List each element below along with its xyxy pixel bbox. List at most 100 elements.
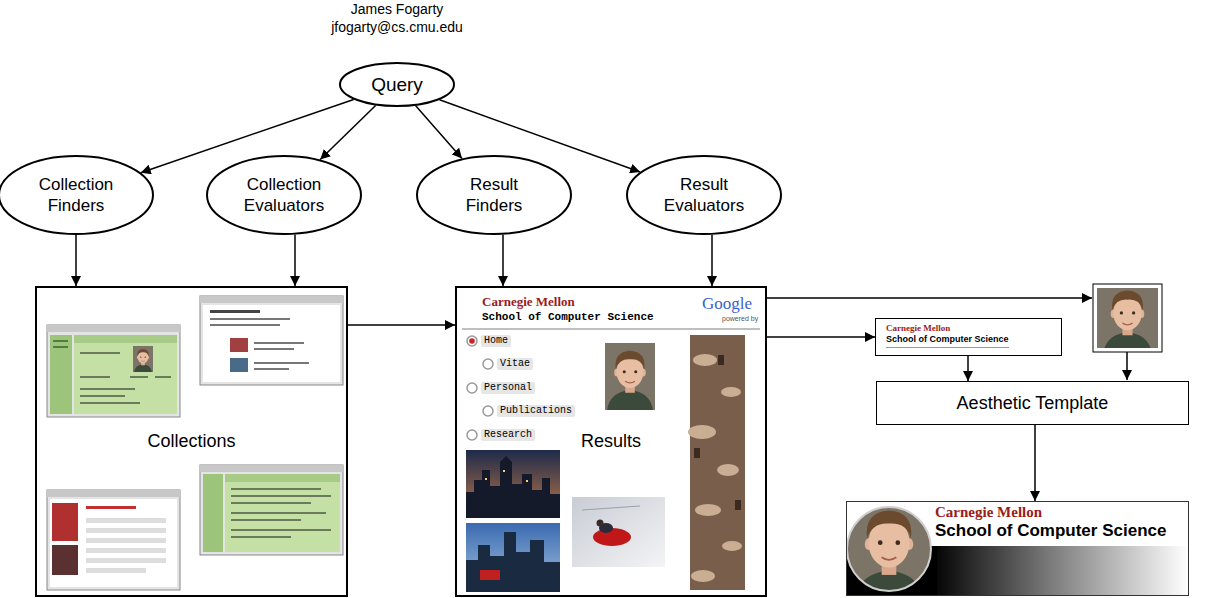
- template-box: Aesthetic Template: [876, 381, 1189, 425]
- ellipse-shape: [340, 63, 454, 106]
- row: [86, 538, 166, 543]
- screenshot: [47, 325, 180, 417]
- collections-box: Collections: [35, 286, 348, 597]
- person: [735, 500, 741, 510]
- radio-button: [467, 430, 477, 440]
- ellipse-outline: [416, 155, 572, 235]
- flow-arrow: [502, 235, 504, 286]
- window-frame: [47, 325, 180, 417]
- ellipse-label: Collection Finders: [24, 174, 128, 217]
- toolbar: [47, 325, 180, 332]
- gradient-band: [931, 546, 1188, 595]
- thumbnail: [230, 358, 248, 372]
- table: [693, 354, 717, 366]
- ellipse-outline: [626, 155, 782, 235]
- text-line: [231, 502, 311, 504]
- menu-item: Publications: [497, 405, 575, 417]
- process-ellipse: Collection Finders: [0, 155, 154, 235]
- toolbar: [200, 296, 343, 303]
- window-frame: [47, 490, 180, 590]
- radio-button: [467, 383, 477, 393]
- table: [717, 464, 739, 476]
- text-line: [231, 488, 321, 490]
- header-bar: [74, 335, 177, 343]
- text-line: [254, 368, 289, 370]
- photo-ground: [690, 335, 745, 590]
- radio-button: [483, 359, 493, 369]
- person: [694, 448, 700, 458]
- sidebar: [203, 474, 223, 552]
- text-line: [80, 402, 140, 404]
- process-ellipse: Collection Evaluators: [206, 155, 362, 235]
- portrait-photo: [601, 343, 658, 410]
- text-line: [210, 324, 280, 326]
- screenshot: [47, 490, 180, 590]
- banner-photo: [845, 499, 933, 598]
- row: [86, 518, 166, 523]
- rider-head: [597, 520, 604, 527]
- box-label: Aesthetic Template: [957, 392, 1109, 415]
- text-line: [80, 352, 120, 354]
- thumbnail: [52, 545, 78, 575]
- menu-item: Home: [481, 335, 511, 347]
- text-line: [231, 495, 331, 497]
- output-banner: Carnegie MellonSchool of Computer Scienc…: [846, 501, 1189, 596]
- radio-button: [483, 406, 493, 416]
- flow-arrow: [967, 356, 969, 381]
- text-line: [53, 346, 68, 348]
- text-line: [254, 362, 309, 364]
- toolbar: [200, 465, 343, 472]
- row: [86, 528, 166, 533]
- thumbnail: [52, 503, 78, 541]
- flow-arrow: [767, 336, 875, 338]
- logo-caption: powered by: [722, 315, 758, 323]
- snow-tube: [593, 528, 631, 546]
- table: [722, 541, 742, 551]
- toolbar: [47, 490, 180, 497]
- page-header: Carnegie Mellon: [482, 295, 575, 310]
- text-line: [210, 318, 290, 320]
- menu-item: Personal: [481, 382, 535, 394]
- ellipse-shape: [417, 156, 571, 234]
- text-line: [231, 519, 301, 521]
- skyline: [466, 456, 560, 518]
- portrait-photo: [1097, 282, 1158, 353]
- thumbnail: [230, 338, 248, 352]
- row: [86, 548, 166, 553]
- radio-button: [467, 336, 477, 346]
- city-photo: [466, 523, 560, 592]
- page: [50, 499, 177, 587]
- photo: [132, 346, 154, 372]
- row: [86, 558, 166, 563]
- page: [74, 335, 177, 414]
- flow-arrow: [75, 235, 77, 286]
- process-ellipse: Result Finders: [416, 155, 572, 235]
- table: [695, 504, 721, 516]
- box-label: School of Computer Science: [935, 521, 1166, 541]
- text-line: [254, 342, 304, 344]
- person: [718, 355, 724, 365]
- box-label: Results: [581, 430, 641, 453]
- ellipse-label: Query: [371, 73, 423, 97]
- snow-track: [582, 506, 640, 510]
- ellipse-outline: [0, 155, 154, 235]
- snow: [572, 497, 665, 567]
- ellipse-label: Result Evaluators: [652, 174, 756, 217]
- arrow: [767, 297, 1092, 299]
- skyline: [466, 532, 560, 592]
- text-line: [53, 340, 68, 342]
- window-light: [526, 480, 528, 482]
- author-email: jfogarty@cs.cmu.edu: [331, 19, 463, 35]
- text-line: [254, 348, 294, 350]
- ellipse-shape: [207, 156, 361, 234]
- radio-dot: [469, 338, 475, 344]
- query-ellipse: Query: [339, 62, 455, 107]
- results-box: Results: [455, 286, 767, 597]
- window-light: [503, 470, 505, 472]
- screenshot: [200, 296, 343, 385]
- box-label: Collections: [147, 430, 235, 453]
- ellipse-label: Collection Evaluators: [232, 174, 336, 217]
